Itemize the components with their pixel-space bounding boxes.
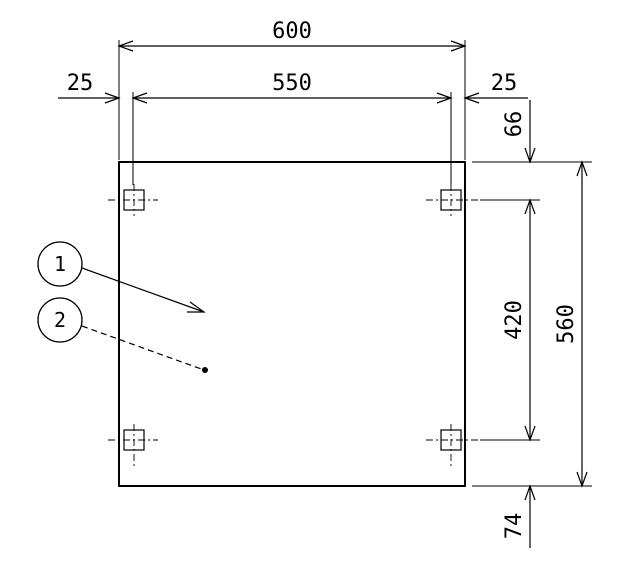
balloon-label-1: 1 xyxy=(54,252,66,276)
dimension-bottom-offset: 74 xyxy=(502,484,536,548)
dimension-top-offset: 66 xyxy=(502,100,536,164)
dimension-inner-width: 550 xyxy=(131,71,453,104)
mounting-hole-bottom-right xyxy=(426,424,478,466)
dimension-vertical-hole-spacing: 420 xyxy=(502,198,536,442)
dimension-text-25-right: 25 xyxy=(491,71,518,96)
dimension-text-25-left: 25 xyxy=(67,71,94,96)
dimension-text-550: 550 xyxy=(272,71,312,96)
dimension-overall-height: 560 xyxy=(554,160,588,488)
base-plate-outline xyxy=(118,161,466,487)
dimension-text-560: 560 xyxy=(554,304,579,344)
dimension-left-offset: 25 xyxy=(58,71,121,104)
balloon-label-2: 2 xyxy=(54,308,66,332)
dimension-text-66: 66 xyxy=(502,111,527,138)
mounting-hole-top-left xyxy=(108,184,158,216)
dimension-text-74: 74 xyxy=(502,513,527,540)
balloon-callout-1: 1 xyxy=(37,241,206,313)
dimension-text-600: 600 xyxy=(272,19,312,44)
mounting-hole-top-right xyxy=(426,184,478,216)
dimension-text-420: 420 xyxy=(502,300,527,340)
dimension-right-offset: 25 xyxy=(463,71,528,104)
extension-lines-top xyxy=(118,40,466,185)
dimension-overall-width: 600 xyxy=(117,19,467,52)
balloon-callout-2: 2 xyxy=(37,297,208,373)
mounting-hole-bottom-left xyxy=(108,424,158,466)
